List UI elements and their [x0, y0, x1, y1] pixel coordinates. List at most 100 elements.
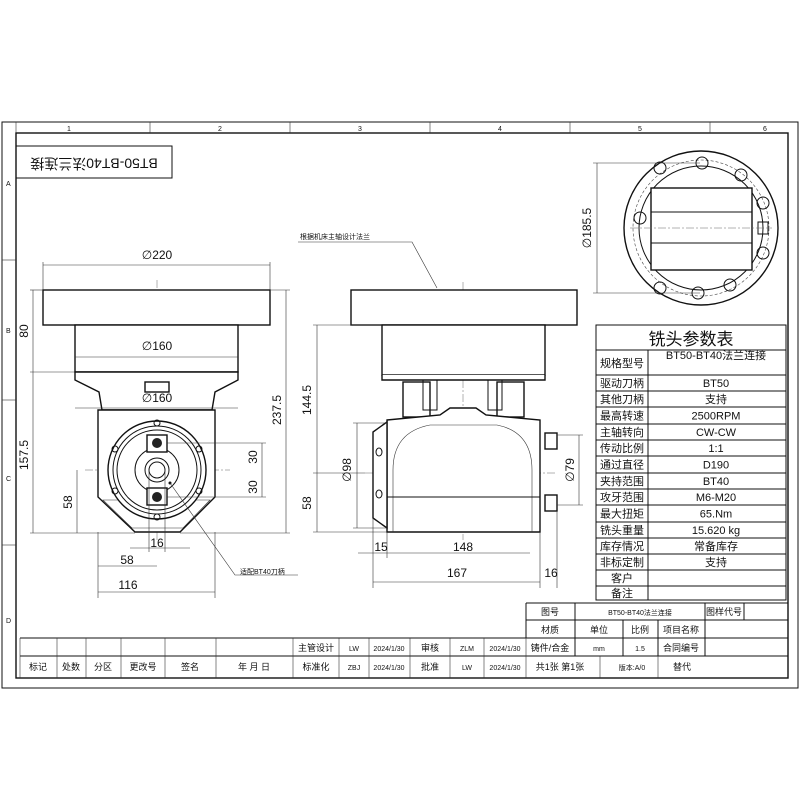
mark-label: 标记: [29, 661, 47, 672]
project-label: 项目名称: [663, 624, 699, 635]
sheet-count: 共1张 第1张: [536, 661, 585, 672]
drawing-no-label: 图号: [541, 607, 559, 617]
row-marker: D: [6, 618, 11, 625]
dim-key-width: 16: [150, 536, 164, 550]
param-label: 主轴转向: [600, 425, 644, 439]
title-block: 图号 BT50-BT40法兰连接 图样代号 材质 单位 比例 项目名称 主管设计…: [19, 602, 788, 678]
param-value: 支持: [705, 555, 727, 569]
param-label: 非标定制: [600, 555, 644, 569]
param-label: 其他刀柄: [600, 393, 644, 406]
dim-key-upper: 30: [246, 450, 260, 464]
dim-right-offset: 16: [544, 566, 558, 580]
title-box-rotated: BT50-BT40法兰连接: [15, 145, 173, 179]
param-label: 夹持范围: [600, 474, 644, 488]
param-value: BT50: [703, 378, 729, 390]
param-value: BT40: [703, 476, 729, 488]
designer-date: 2024/1/30: [373, 646, 404, 653]
param-value: D190: [703, 460, 729, 472]
drawing-no: BT50-BT40法兰连接: [608, 608, 672, 617]
param-label: 备注: [611, 586, 633, 600]
param-label: 攻牙范围: [600, 490, 644, 504]
param-value: 常备库存: [694, 539, 738, 553]
column-marker: 2: [218, 126, 222, 133]
side-body: [386, 407, 541, 533]
zone-label: 分区: [94, 662, 112, 672]
dim-body-dia: ∅160: [142, 339, 173, 353]
dim-width: 116: [118, 578, 137, 592]
dim-body-dia-2: ∅160: [142, 391, 173, 405]
side-flange: [350, 289, 578, 326]
param-value: BT50-BT40法兰连接: [666, 348, 766, 362]
dim-flange-dia: ∅220: [142, 248, 173, 262]
scale: 1.5: [635, 646, 645, 653]
dim-dia-98: ∅98: [340, 458, 354, 482]
param-label: 铣头重量: [600, 523, 644, 537]
param-label: 最大扭矩: [600, 507, 644, 521]
title-box-text: BT50-BT40法兰连接: [30, 155, 158, 171]
standard-label: 标准化: [302, 661, 329, 672]
replace-label: 替代: [673, 661, 691, 672]
dim-total-length: 167: [447, 566, 467, 580]
sample-code-label: 图样代号: [706, 606, 742, 617]
sheet-frame: 1 2 3 4 5 6 A B C D: [1, 121, 799, 689]
dim-flange-height: 80: [17, 324, 31, 338]
count-label: 处数: [62, 661, 80, 672]
param-label: 库存情况: [600, 539, 644, 553]
dim-top-dia: ∅185.5: [580, 207, 594, 248]
front-cylinder: [74, 324, 239, 373]
param-label: 最高转速: [600, 409, 644, 423]
note-bt40: 适配BT40刀柄: [240, 567, 285, 576]
param-value: 15.620 kg: [692, 525, 740, 537]
param-value: 1:1: [708, 443, 723, 455]
dim-body-length: 148: [453, 540, 473, 554]
param-value: 支持: [705, 392, 727, 406]
column-marker: 5: [638, 126, 642, 133]
unit: mm: [593, 646, 605, 653]
note-flange: 根据机床主轴设计法兰: [300, 232, 370, 241]
material-label: 材质: [541, 624, 559, 635]
dim-left-offset: 15: [374, 540, 388, 554]
standard-date: 2024/1/30: [373, 665, 404, 672]
param-table-title: 铣头参数表: [649, 330, 734, 349]
dim-center-height: 58: [61, 495, 75, 509]
review-label: 审核: [421, 642, 439, 653]
version: 版本:A/0: [619, 663, 646, 672]
dim-total-height: 237.5: [270, 395, 284, 425]
dim-side-center-height: 58: [300, 496, 314, 510]
param-label: 客户: [611, 571, 633, 585]
param-value: 2500RPM: [692, 411, 741, 423]
param-label: 通过直径: [600, 458, 644, 472]
param-label: 驱动刀柄: [600, 377, 644, 390]
param-label: 规格型号: [600, 356, 644, 370]
side-cylinder: [381, 324, 546, 376]
front-view: ∅220 ∅160 ∅160 80 157.5 58 237.5 30 30 1…: [17, 248, 298, 598]
designer-label: 主管设计: [298, 642, 334, 653]
material: 铸件/合金: [531, 642, 570, 653]
param-label: 传动比例: [600, 441, 644, 455]
column-marker: 6: [763, 126, 767, 133]
column-marker: 1: [67, 126, 71, 133]
date-label: 年 月 日: [238, 661, 270, 672]
scale-label: 比例: [631, 624, 649, 635]
designer: LW: [349, 646, 359, 653]
column-marker: 4: [498, 126, 502, 133]
param-value: 65.Nm: [700, 509, 732, 521]
approver: LW: [462, 665, 472, 672]
row-marker: B: [6, 328, 11, 335]
column-marker: 3: [358, 126, 362, 133]
row-marker: C: [6, 476, 11, 483]
param-value: CW-CW: [696, 427, 737, 439]
review-date: 2024/1/30: [489, 646, 520, 653]
contract-label: 合同编号: [663, 642, 699, 653]
approve-label: 批准: [421, 661, 439, 672]
change-label: 更改号: [129, 661, 156, 672]
dim-key-lower: 30: [246, 480, 260, 494]
dim-lower-height: 157.5: [17, 440, 31, 470]
param-value: M6-M20: [696, 492, 736, 504]
sign-label: 签名: [181, 661, 199, 672]
unit-label: 单位: [590, 624, 608, 635]
top-view: ∅185.5: [580, 150, 779, 306]
standard: ZBJ: [348, 665, 360, 672]
